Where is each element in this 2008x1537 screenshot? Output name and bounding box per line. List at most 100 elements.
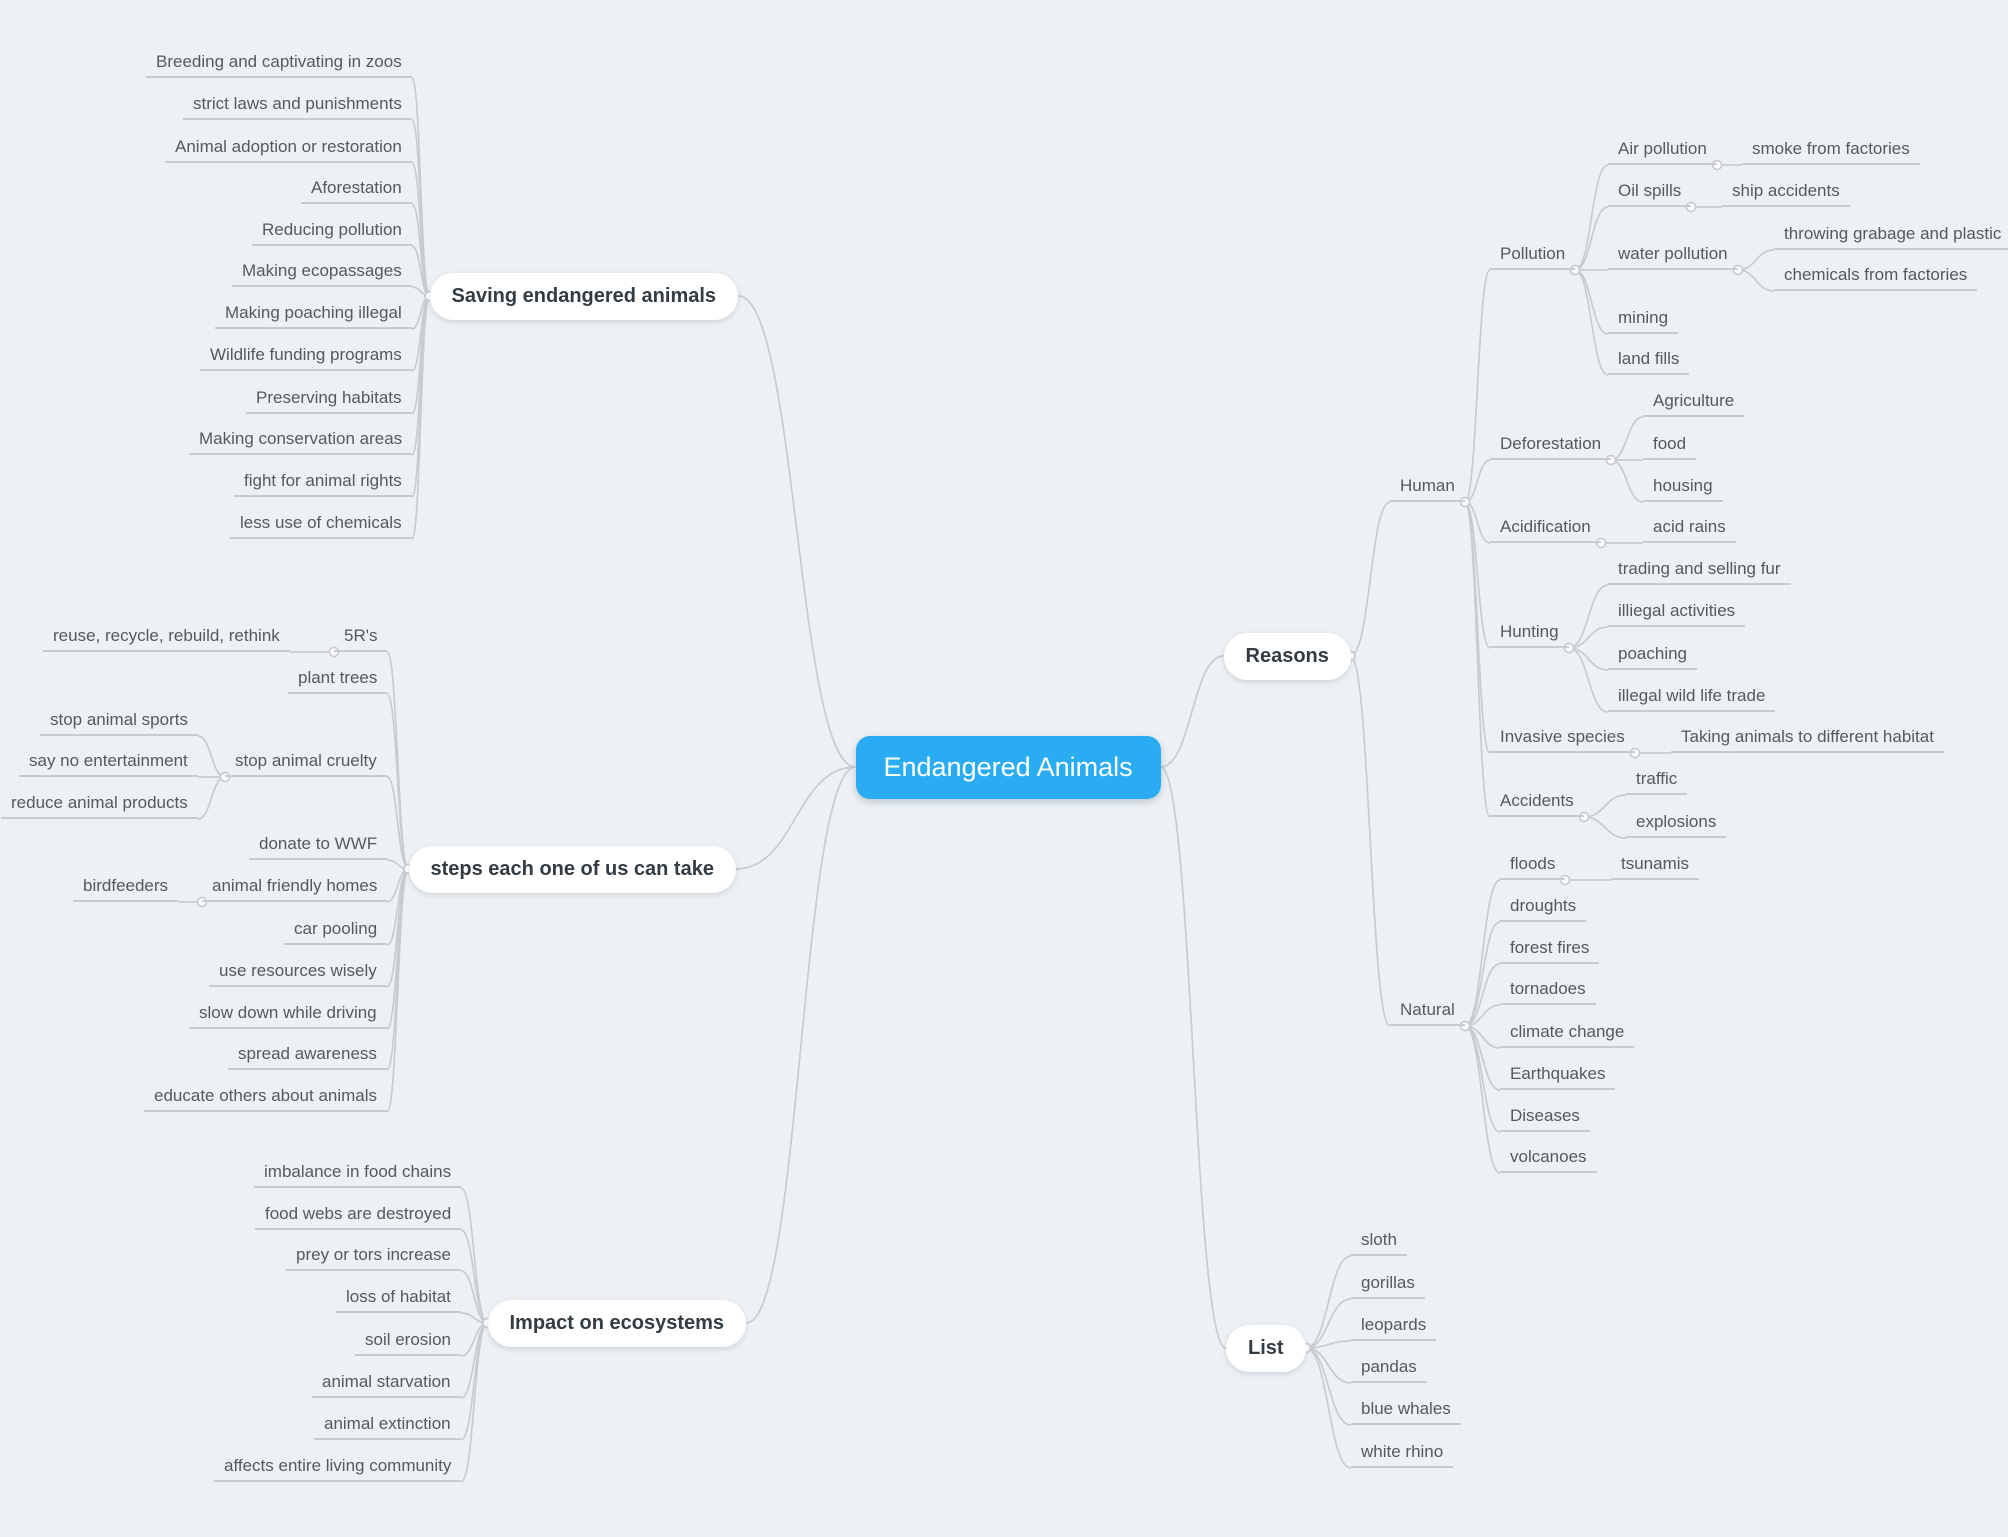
subtopic[interactable]: blue whales (1351, 1398, 1461, 1425)
subtopic[interactable]: Air pollution (1608, 138, 1717, 165)
subtopic[interactable]: animal friendly homes (202, 875, 388, 902)
branch-toggle-icon[interactable] (1629, 747, 1641, 759)
branch-toggle-icon[interactable] (1605, 454, 1617, 466)
branch-toggle-icon[interactable] (1563, 642, 1575, 654)
subtopic[interactable]: Breeding and captivating in zoos (146, 51, 412, 78)
subtopic[interactable]: floods (1500, 853, 1566, 880)
subtopic[interactable]: Taking animals to different habitat (1671, 726, 1944, 753)
subtopic[interactable]: Earthquakes (1500, 1063, 1616, 1090)
subtopic[interactable]: spread awareness (228, 1043, 387, 1070)
subtopic[interactable]: explosions (1626, 811, 1727, 838)
subtopic[interactable]: poaching (1608, 643, 1698, 670)
subtopic[interactable]: water pollution (1608, 243, 1738, 270)
subtopic[interactable]: gorillas (1351, 1272, 1425, 1299)
main-topic[interactable]: Reasons (1223, 632, 1351, 680)
subtopic[interactable]: Making conservation areas (189, 428, 413, 455)
subtopic[interactable]: Animal adoption or restoration (165, 136, 412, 163)
subtopic[interactable]: reuse, recycle, rebuild, rethink (43, 625, 290, 652)
branch-toggle-icon[interactable] (328, 646, 340, 658)
subtopic[interactable]: trading and selling fur (1608, 558, 1791, 585)
subtopic[interactable]: white rhino (1351, 1441, 1454, 1468)
subtopic[interactable]: 5R's (334, 625, 388, 652)
main-topic[interactable]: Saving endangered animals (429, 272, 739, 320)
subtopic[interactable]: stop animal sports (40, 709, 198, 736)
subtopic[interactable]: Pollution (1490, 243, 1576, 270)
branch-toggle-icon[interactable] (1685, 201, 1697, 213)
branch-toggle-icon[interactable] (1732, 264, 1744, 276)
subtopic[interactable]: imbalance in food chains (254, 1161, 462, 1188)
subtopic[interactable]: slow down while driving (189, 1002, 387, 1029)
subtopic[interactable]: Accidents (1490, 790, 1584, 817)
subtopic[interactable]: Making ecopassages (232, 260, 412, 287)
branch-toggle-icon[interactable] (1595, 537, 1607, 549)
branch-toggle-icon[interactable] (1711, 159, 1723, 171)
subtopic[interactable]: housing (1643, 475, 1723, 502)
subtopic[interactable]: Aforestation (301, 177, 412, 204)
subtopic[interactable]: illiegal activities (1608, 600, 1746, 627)
subtopic[interactable]: prey or tors increase (286, 1244, 461, 1271)
subtopic[interactable]: less use of chemicals (230, 512, 412, 539)
subtopic[interactable]: use resources wisely (209, 960, 387, 987)
subtopic[interactable]: leopards (1351, 1314, 1437, 1341)
subtopic[interactable]: stop animal cruelty (225, 750, 387, 777)
subtopic[interactable]: Agriculture (1643, 390, 1745, 417)
subtopic[interactable]: Natural (1390, 999, 1465, 1026)
subtopic[interactable]: acid rains (1643, 516, 1736, 543)
subtopic[interactable]: tornadoes (1500, 978, 1596, 1005)
subtopic[interactable]: car pooling (284, 918, 388, 945)
subtopic[interactable]: affects entire living community (214, 1455, 462, 1482)
subtopic[interactable]: traffic (1626, 768, 1688, 795)
subtopic[interactable]: animal starvation (312, 1371, 461, 1398)
subtopic[interactable]: donate to WWF (249, 833, 388, 860)
subtopic[interactable]: fight for animal rights (234, 470, 412, 497)
branch-toggle-icon[interactable] (1459, 1020, 1471, 1032)
subtopic[interactable]: Wildlife funding programs (200, 344, 412, 371)
main-topic[interactable]: steps each one of us can take (408, 845, 736, 893)
subtopic[interactable]: animal extinction (314, 1413, 461, 1440)
subtopic[interactable]: plant trees (288, 667, 388, 694)
subtopic[interactable]: ship accidents (1722, 180, 1850, 207)
subtopic[interactable]: reduce animal products (1, 792, 198, 819)
subtopic[interactable]: droughts (1500, 895, 1587, 922)
branch-toggle-icon[interactable] (1459, 496, 1471, 508)
branch-toggle-icon[interactable] (1578, 811, 1590, 823)
branch-toggle-icon[interactable] (219, 771, 231, 783)
subtopic[interactable]: birdfeeders (73, 875, 179, 902)
subtopic[interactable]: climate change (1500, 1021, 1635, 1048)
subtopic[interactable]: Hunting (1490, 621, 1569, 648)
subtopic[interactable]: say no entertainment (19, 750, 198, 777)
branch-toggle-icon[interactable] (1559, 874, 1571, 886)
subtopic[interactable]: Reducing pollution (252, 219, 412, 246)
subtopic[interactable]: tsunamis (1611, 853, 1700, 880)
subtopic[interactable]: educate others about animals (144, 1085, 388, 1112)
subtopic[interactable]: throwing grabage and plastic (1774, 223, 2008, 250)
branch-toggle-icon[interactable] (196, 896, 208, 908)
subtopic[interactable]: Making poaching illegal (215, 302, 412, 329)
subtopic[interactable]: sloth (1351, 1229, 1407, 1256)
subtopic[interactable]: soil erosion (355, 1329, 461, 1356)
subtopic[interactable]: Oil spills (1608, 180, 1692, 207)
branch-toggle-icon[interactable] (1569, 264, 1581, 276)
main-topic[interactable]: List (1226, 1324, 1306, 1372)
main-topic[interactable]: Impact on ecosystems (487, 1299, 747, 1347)
subtopic[interactable]: loss of habitat (336, 1286, 461, 1313)
subtopic[interactable]: illegal wild life trade (1608, 685, 1776, 712)
central-topic[interactable]: Endangered Animals (855, 735, 1161, 799)
subtopic[interactable]: volcanoes (1500, 1146, 1597, 1173)
subtopic[interactable]: strict laws and punishments (183, 93, 412, 120)
subtopic[interactable]: Diseases (1500, 1105, 1590, 1132)
subtopic[interactable]: Human (1390, 475, 1465, 502)
subtopic[interactable]: smoke from factories (1742, 138, 1920, 165)
subtopic[interactable]: chemicals from factories (1774, 264, 1978, 291)
subtopic[interactable]: Preserving habitats (246, 387, 412, 414)
subtopic[interactable]: food (1643, 433, 1697, 460)
subtopic[interactable]: pandas (1351, 1356, 1427, 1383)
subtopic[interactable]: food webs are destroyed (255, 1203, 462, 1230)
subtopic[interactable]: mining (1608, 307, 1679, 334)
subtopic[interactable]: land fills (1608, 348, 1690, 375)
subtopic[interactable]: Acidification (1490, 516, 1601, 543)
subtopic[interactable]: forest fires (1500, 937, 1600, 964)
subtopic[interactable]: Invasive species (1490, 726, 1635, 753)
subtopic[interactable]: Deforestation (1490, 433, 1612, 460)
